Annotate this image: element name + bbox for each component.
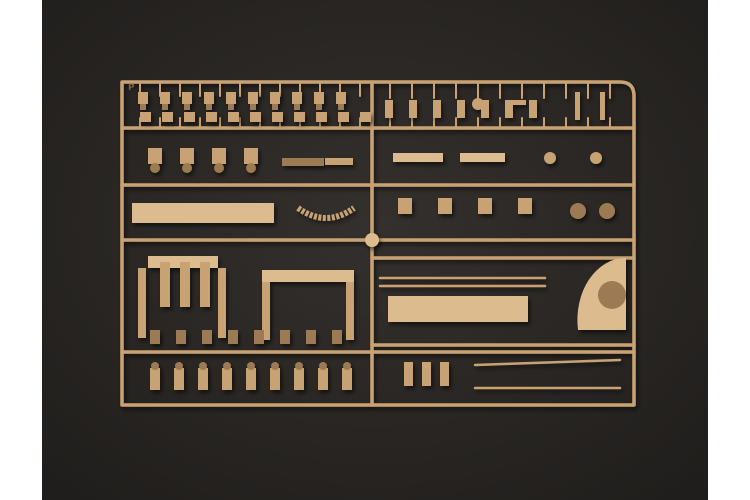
sprue-parts xyxy=(132,92,626,390)
frame-letter: P xyxy=(128,83,135,93)
backdrop xyxy=(42,0,708,500)
